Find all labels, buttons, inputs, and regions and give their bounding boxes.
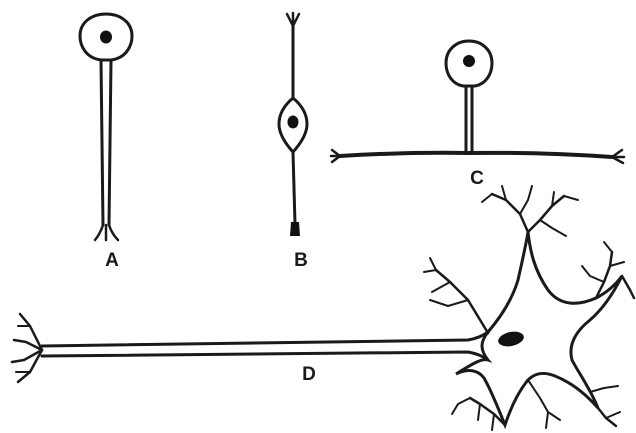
neuron-c-right-terminal	[612, 150, 624, 163]
neuron-a-axon	[101, 60, 111, 225]
neuron-b-lower-process	[293, 152, 295, 224]
neuron-d-axon-terminals	[12, 314, 42, 382]
neuron-d	[12, 186, 634, 430]
label-b: B	[294, 250, 308, 271]
neuron-b-dendrite-tip	[287, 13, 299, 26]
neuron-d-axon	[42, 332, 488, 360]
neuron-c-stem	[466, 86, 472, 152]
neuron-b	[279, 13, 307, 236]
label-d: D	[302, 364, 316, 385]
neuron-c-nucleus	[463, 55, 475, 67]
label-a: A	[105, 250, 119, 271]
neuron-c-axon	[340, 153, 612, 157]
neuron-c-left-terminal	[331, 150, 340, 162]
neuron-a-nucleus	[100, 31, 112, 44]
neuron-c	[331, 41, 624, 163]
label-c: C	[470, 168, 484, 189]
neuron-a-axon-terminal	[95, 225, 118, 240]
neuron-b-nucleus	[288, 116, 299, 129]
neuron-a	[80, 14, 132, 240]
neuron-b-axon-terminal	[290, 222, 300, 236]
